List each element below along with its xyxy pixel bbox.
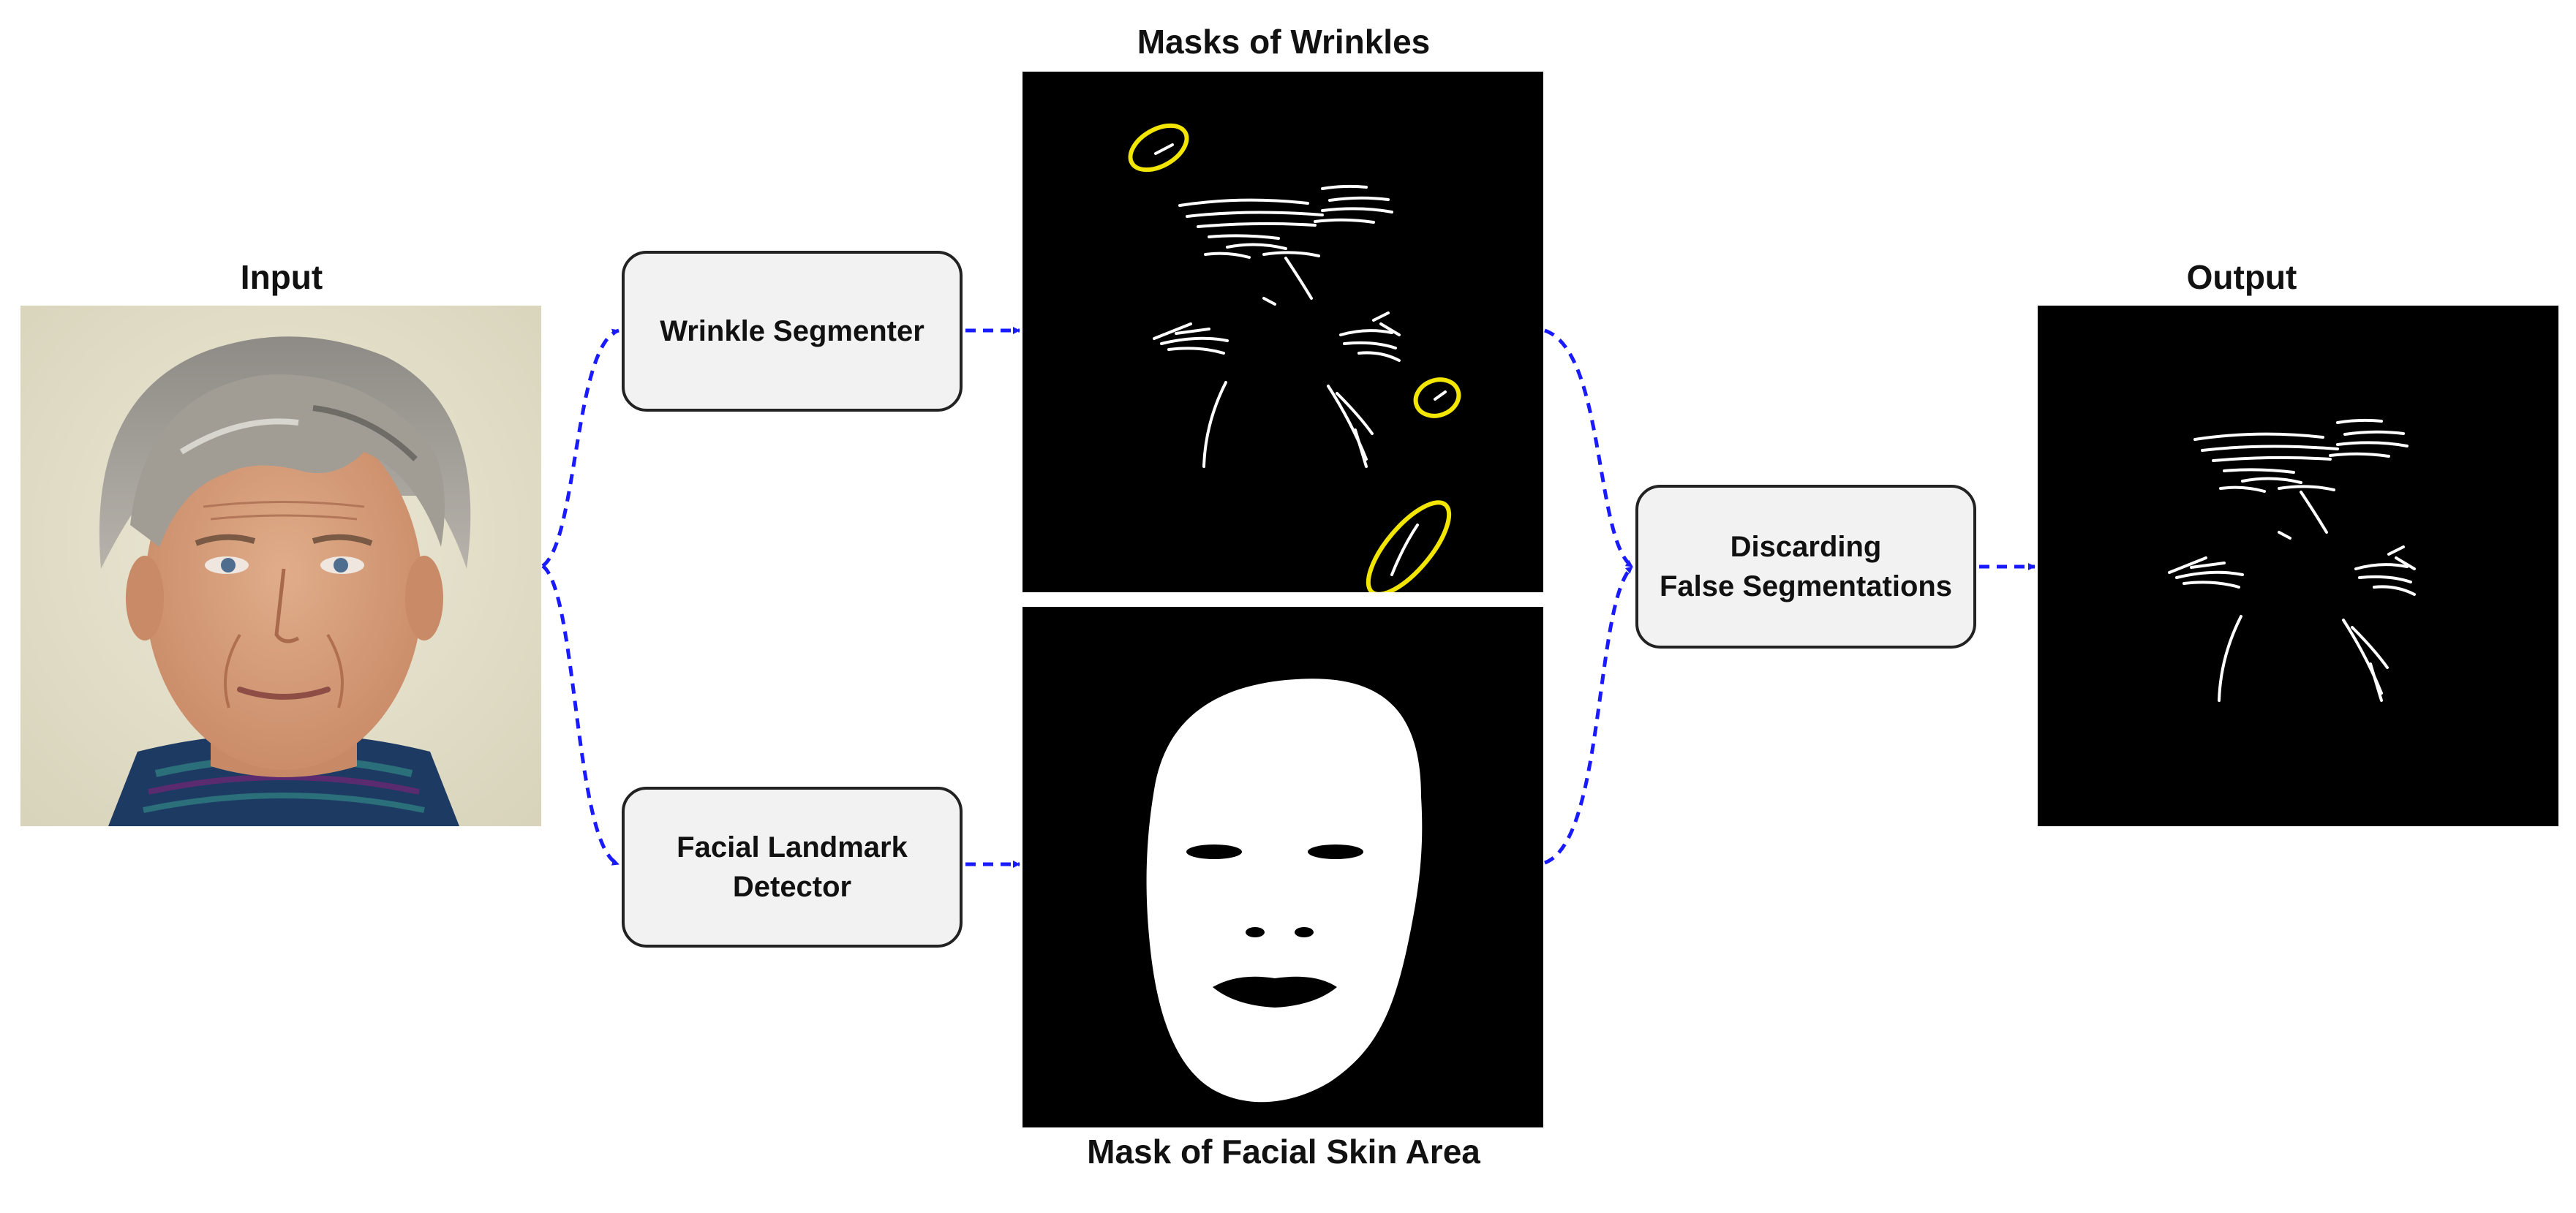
arrow-wrinkle-mask-to-discarding <box>1544 328 1634 569</box>
wrinkle-mask-image <box>1023 72 1543 592</box>
wrinkle-segmenter-label: Wrinkle Segmenter <box>660 315 924 347</box>
discarding-label-line2: False Segmentations <box>1659 570 1953 602</box>
facial-landmark-detector-label-line1: Facial Landmark <box>677 831 908 864</box>
discarding-label-line1: Discarding <box>1730 531 1882 563</box>
wrinkle-segmenter-box: Wrinkle Segmenter <box>622 251 963 412</box>
arrow-input-to-segmenter <box>541 328 619 568</box>
arrow-input-to-landmark <box>541 564 620 866</box>
output-mask-image <box>2038 306 2558 826</box>
arrow-skin-mask-to-discarding <box>1544 565 1634 865</box>
discarding-false-segmentations-box: Discarding False Segmentations <box>1635 485 1976 649</box>
facial-landmark-detector-label-line2: Detector <box>732 871 852 903</box>
masks-of-wrinkles-label: Masks of Wrinkles <box>1137 23 1431 61</box>
input-label: Input <box>240 258 323 296</box>
input-face-photo <box>20 306 541 826</box>
skin-mask-image <box>1023 607 1543 1127</box>
output-label: Output <box>2186 258 2297 296</box>
facial-landmark-detector-box: Facial Landmark Detector <box>622 787 963 948</box>
mask-of-facial-skin-area-label: Mask of Facial Skin Area <box>1087 1133 1480 1171</box>
